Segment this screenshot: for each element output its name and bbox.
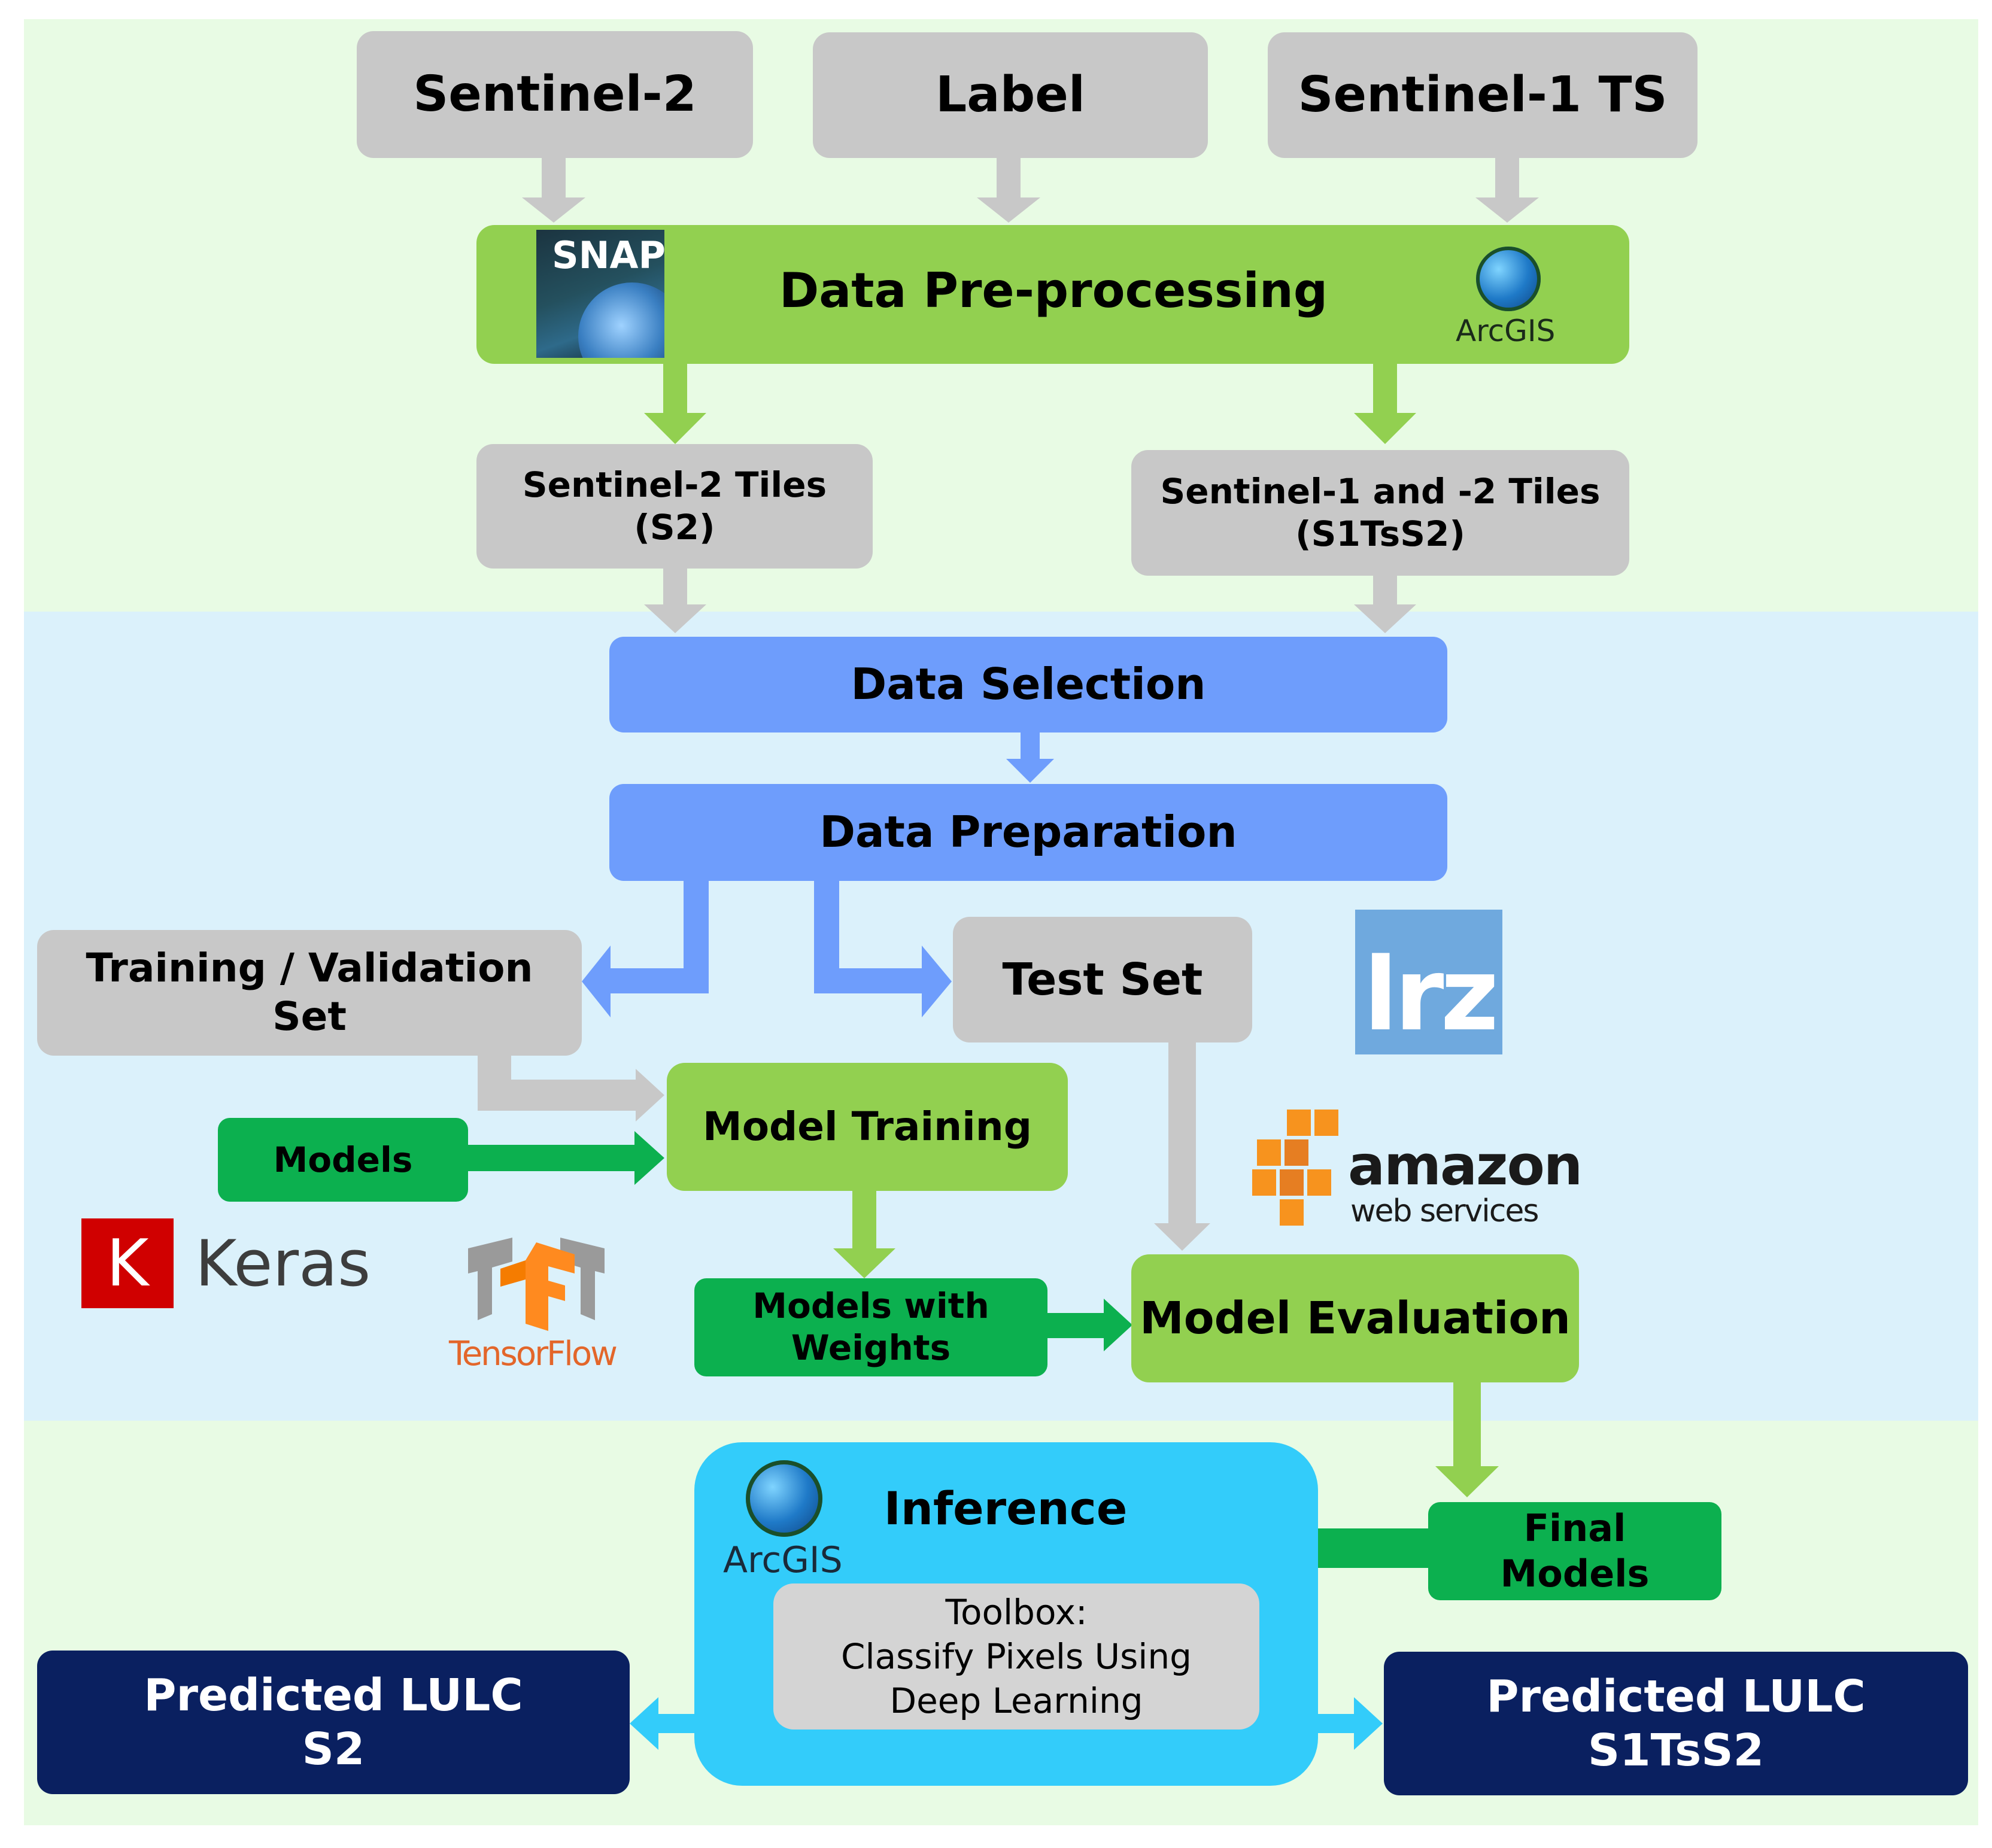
predicted-lulc-s2-box: Predicted LULC S2 bbox=[37, 1651, 630, 1794]
amazon-logo-text: amazon bbox=[1348, 1133, 1583, 1197]
snap-logo-text: SNAP bbox=[552, 233, 664, 277]
arrow-sentinel2-to-preprocessing bbox=[522, 157, 585, 223]
lrz-logo-text: lrz bbox=[1364, 936, 1499, 1053]
arrow-preparation-to-test-set bbox=[814, 880, 952, 1017]
sentinel1-2-tiles-box: Sentinel-1 and -2 Tiles (S1TsS2) bbox=[1131, 450, 1629, 576]
arrow-final-models-to-inference bbox=[1286, 1525, 1428, 1542]
amazon-web-services-logo: amazon web services bbox=[1252, 1107, 1587, 1229]
arrow-inference-to-output-s1s2 bbox=[1314, 1697, 1383, 1750]
sentinel1ts-input: Sentinel-1 TS bbox=[1268, 32, 1698, 158]
data-preprocessing-box bbox=[476, 225, 1629, 364]
model-evaluation-box: Model Evaluation bbox=[1131, 1254, 1579, 1382]
models-with-weights-box: Models with Weights bbox=[694, 1278, 1047, 1376]
test-set-box: Test Set bbox=[953, 917, 1252, 1042]
snap-logo: SNAP bbox=[536, 230, 664, 358]
keras-k-icon: K bbox=[81, 1218, 174, 1308]
globe-icon bbox=[1476, 247, 1541, 311]
arrow-training-set-to-model-training bbox=[478, 1054, 664, 1121]
model-training-box: Model Training bbox=[667, 1063, 1068, 1191]
arcgis-logo-inference: ArcGIS bbox=[716, 1455, 860, 1587]
web-services-logo-text: web services bbox=[1350, 1193, 1539, 1229]
arrow-sentinel1ts-to-preprocessing bbox=[1475, 157, 1539, 223]
arrow-inference-to-output-s2 bbox=[630, 1697, 698, 1750]
inference-title: Inference bbox=[883, 1481, 1128, 1535]
snap-earth-icon bbox=[578, 282, 664, 358]
sentinel2-tiles-box: Sentinel-2 Tiles (S2) bbox=[476, 444, 873, 569]
keras-logo-text: Keras bbox=[195, 1227, 371, 1300]
arrow-preprocessing-to-s2-tiles bbox=[644, 364, 706, 444]
arrow-s1s2-tiles-to-selection bbox=[1354, 575, 1416, 633]
arrow-models-to-training bbox=[467, 1131, 664, 1185]
arcgis-logo-preprocessing: ArcGIS bbox=[1449, 242, 1568, 355]
lrz-logo: lrz bbox=[1355, 910, 1502, 1054]
arrow-preparation-to-training-set bbox=[582, 880, 709, 1017]
arrow-s2-tiles-to-selection bbox=[644, 567, 706, 633]
keras-logo: K Keras bbox=[81, 1218, 393, 1309]
toolbox-classify-pixels-box: Toolbox: Classify Pixels Using Deep Lear… bbox=[773, 1583, 1259, 1730]
final-models-box: Final Models bbox=[1428, 1502, 1721, 1600]
tensorflow-icon bbox=[468, 1238, 605, 1331]
predicted-lulc-s1s2-box: Predicted LULC S1TsS2 bbox=[1384, 1652, 1968, 1795]
arrow-label-to-preprocessing bbox=[977, 157, 1040, 223]
arrow-weights-to-evaluation bbox=[1046, 1299, 1132, 1351]
globe-icon bbox=[746, 1460, 822, 1537]
arrow-preprocessing-to-s1s2-tiles bbox=[1354, 364, 1416, 444]
aws-cubes-icon bbox=[1252, 1107, 1354, 1227]
arcgis-logo-text: ArcGIS bbox=[1456, 314, 1556, 348]
training-validation-set-box: Training / Validation Set bbox=[37, 930, 582, 1056]
models-box: Models bbox=[218, 1118, 468, 1202]
data-preparation-box: Data Preparation bbox=[609, 784, 1447, 881]
label-input: Label bbox=[813, 32, 1208, 158]
sentinel2-input: Sentinel-2 bbox=[357, 31, 753, 158]
arrow-final-models-to-inference-head bbox=[1257, 1526, 1428, 1583]
arrow-test-set-to-evaluation bbox=[1154, 1042, 1210, 1251]
data-preprocessing-title: Data Pre-processing bbox=[779, 263, 1328, 319]
tensorflow-logo-text: TensorFlow bbox=[449, 1335, 618, 1373]
arrow-training-to-weights bbox=[833, 1190, 895, 1278]
arcgis-logo-text: ArcGIS bbox=[723, 1539, 843, 1581]
data-selection-box: Data Selection bbox=[609, 637, 1447, 732]
arrow-selection-to-preparation bbox=[1006, 731, 1054, 783]
arrow-evaluation-to-final-models bbox=[1435, 1381, 1499, 1497]
tensorflow-logo: TensorFlow bbox=[447, 1230, 626, 1374]
